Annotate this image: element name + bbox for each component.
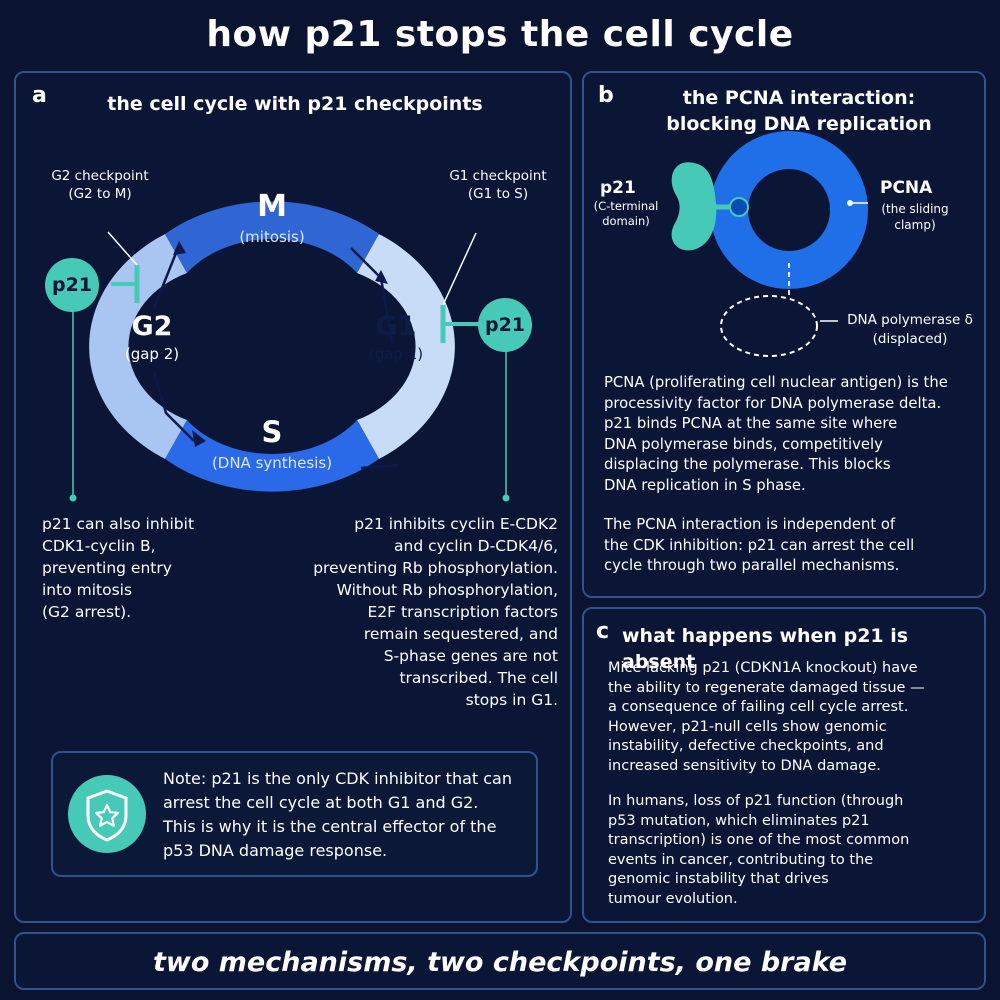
absent-paragraph-1: Mice lacking p21 (CDKN1A knockout) have … bbox=[608, 660, 925, 774]
p21-domain-label: (C-terminal domain) bbox=[593, 199, 659, 228]
segment-g2-sub: (gap 2) bbox=[124, 345, 180, 363]
panel-b-title: the PCNA interaction: blocking DNA repli… bbox=[666, 87, 932, 135]
footer-text: two mechanisms, two checkpoints, one bra… bbox=[152, 947, 848, 978]
pcna-sub-label: (the sliding clamp) bbox=[881, 202, 949, 232]
panel-a-letter: a bbox=[32, 83, 47, 108]
g2-checkpoint-label: G2 checkpoint (G2 to M) bbox=[51, 168, 149, 202]
p21-label: p21 bbox=[600, 178, 636, 198]
panel-b-letter: b bbox=[598, 83, 614, 108]
panel-a-title: the cell cycle with p21 checkpoints bbox=[107, 93, 483, 115]
pointer-right bbox=[442, 232, 477, 306]
polymerase-label: DNA polymerase δ (displaced) bbox=[847, 312, 973, 347]
panel-c-title: what happens when p21 is absent bbox=[622, 625, 909, 673]
segment-m-name: M bbox=[257, 189, 287, 224]
p21-bean bbox=[671, 162, 717, 251]
arrowhead-g2-m bbox=[173, 241, 186, 255]
displaced-polymerase bbox=[720, 295, 818, 357]
absent-paragraph-2: In humans, loss of p21 function (through… bbox=[608, 793, 910, 907]
panel-p21-absent: c what happens when p21 is absent Mice l… bbox=[582, 607, 986, 923]
note-box: Note: p21 is the only CDK inhibitor that… bbox=[51, 751, 538, 877]
pcna-diagram bbox=[671, 131, 868, 357]
arrowhead-m-g1 bbox=[375, 270, 388, 284]
g1-arrest-text: p21 inhibits cyclin E-CDK2 and cyclin D-… bbox=[313, 515, 558, 709]
panel-cell-cycle: a the cell cycle with p21 checkpoints M … bbox=[14, 71, 572, 923]
panel-c-letter: c bbox=[596, 619, 610, 644]
g1-checkpoint-label: G1 checkpoint (G1 to S) bbox=[449, 168, 547, 202]
pcna-label: PCNA bbox=[880, 178, 933, 198]
cell-cycle-diagram bbox=[69, 201, 510, 502]
segment-m bbox=[165, 201, 379, 273]
pcna-ring bbox=[710, 131, 868, 289]
page-title: how p21 stops the cell cycle bbox=[206, 14, 794, 55]
binding-site bbox=[729, 197, 749, 217]
footer-banner: two mechanisms, two checkpoints, one bra… bbox=[14, 932, 986, 990]
arrow-g1-s bbox=[360, 463, 399, 470]
p21-left-circle: p21 bbox=[45, 258, 99, 312]
arrowhead-s-g2 bbox=[192, 430, 206, 447]
segment-s bbox=[165, 420, 379, 492]
segment-g1-name: G1 bbox=[375, 311, 417, 342]
g2-arrest-text: p21 can also inhibit CDK1-cyclin B, prev… bbox=[42, 515, 195, 621]
pointer-left bbox=[107, 231, 138, 266]
segment-s-name: S bbox=[261, 415, 283, 449]
panel-pcna: b the PCNA interaction: blocking DNA rep… bbox=[582, 71, 986, 598]
pcna-paragraph-2: The PCNA interaction is independent of t… bbox=[604, 516, 915, 574]
pcna-paragraph-1: PCNA (proliferating cell nuclear antigen… bbox=[604, 374, 948, 494]
note-text: Note: p21 is the only CDK inhibitor that… bbox=[163, 769, 512, 860]
segment-g2-name: G2 bbox=[131, 311, 173, 342]
segment-g2 bbox=[89, 234, 187, 459]
arrow-s-g2 bbox=[152, 372, 195, 442]
segment-m-sub: (mitosis) bbox=[239, 228, 305, 246]
shield-star-icon bbox=[68, 775, 146, 853]
arrow-g2-m bbox=[152, 252, 178, 309]
segment-g1 bbox=[357, 234, 455, 459]
segment-s-sub: (DNA synthesis) bbox=[211, 454, 333, 472]
segment-g1-sub: (gap 1) bbox=[368, 345, 424, 363]
p21-right-circle: p21 bbox=[478, 298, 532, 352]
